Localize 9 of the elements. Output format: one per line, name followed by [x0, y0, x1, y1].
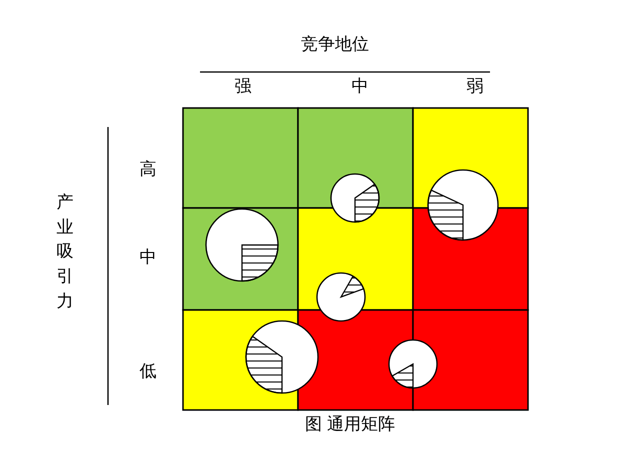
axis-label: 弱: [466, 76, 484, 98]
axis-title: 产业吸引力: [56, 191, 74, 313]
axis-label: 中: [352, 76, 368, 98]
caption: 图 通用矩阵: [304, 414, 396, 436]
axis-title: 竞争地位: [301, 34, 369, 56]
axis-label: 中: [140, 247, 156, 269]
axis-label: 强: [234, 76, 252, 98]
axis-label: 高: [140, 159, 156, 181]
axis-label: 低: [140, 361, 156, 383]
